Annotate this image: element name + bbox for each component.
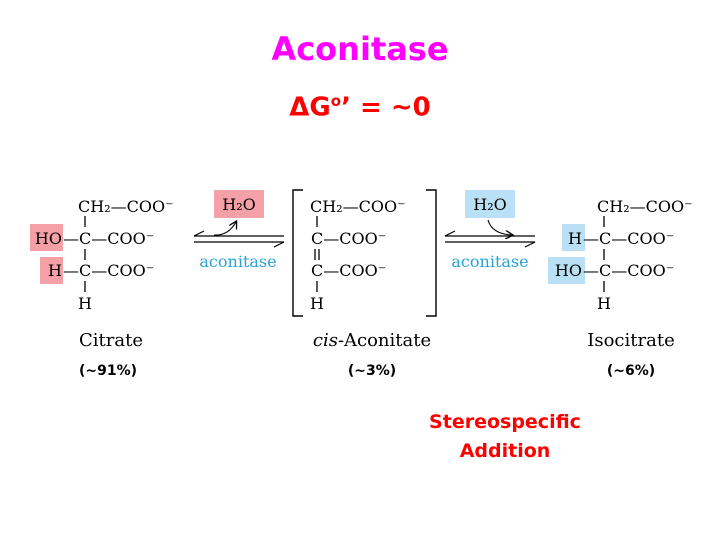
cis-aconitate-name-italic: cis (313, 330, 338, 351)
page-title: Aconitase (271, 30, 449, 68)
isocitrate-ho-highlight (548, 257, 585, 284)
cis-aconitate-percentage: (~3%) (347, 363, 397, 379)
isocitrate-line1: CH₂—COO⁻ (597, 197, 693, 216)
citrate-line4: H (78, 294, 92, 313)
cis-aconitate-line4: H (310, 294, 324, 313)
left-bracket (292, 189, 303, 317)
citrate-ho-highlight (30, 224, 63, 251)
step2-water: H₂O (473, 195, 506, 214)
isocitrate-line3: —C—COO⁻ (583, 261, 674, 280)
citrate-structure: CH₂—COO⁻ HO —C—COO⁻ H —C—COO⁻ H Citrate (30, 197, 174, 351)
step2-reverse-arrow (444, 230, 535, 237)
step1-reverse-arrow (193, 230, 284, 237)
step1-water-release-arrow (213, 222, 236, 236)
stereospecific-note-line1: Stereospecific (429, 411, 581, 433)
cis-aconitate-line1: CH₂—COO⁻ (310, 197, 406, 216)
citrate-line3: —C—COO⁻ (63, 261, 154, 280)
citrate-name: Citrate (79, 330, 143, 351)
delta-g-value: ’ = ~0 (341, 92, 431, 123)
step1-arrows: H₂O aconitase (193, 190, 285, 271)
step2-water-addition-arrow (487, 219, 512, 235)
citrate-line2: —C—COO⁻ (63, 229, 154, 248)
isocitrate-name: Isocitrate (587, 330, 674, 351)
citrate-line1: CH₂—COO⁻ (78, 197, 174, 216)
citrate-percentage: (~91%) (78, 363, 138, 379)
step2-arrows: H₂O aconitase (444, 190, 536, 271)
isocitrate-line4: H (597, 294, 611, 313)
isocitrate-ho-group: HO (555, 261, 582, 280)
isocitrate-h-group: H (568, 229, 582, 248)
aconitase-reaction-scheme: CH₂—COO⁻ HO —C—COO⁻ H —C—COO⁻ H Citrate … (30, 189, 693, 351)
step2-forward-arrow (445, 241, 536, 248)
isocitrate-percentage: (~6%) (606, 363, 656, 379)
delta-g-expression: ΔGo’ = ~0 (0, 92, 720, 123)
cis-aconitate-line3: C—COO⁻ (311, 261, 386, 280)
citrate-ho-group: HO (35, 229, 62, 248)
step2-enzyme-label: aconitase (451, 252, 528, 271)
citrate-h-highlight (40, 257, 63, 284)
delta-g-symbol: ΔG (289, 92, 331, 123)
isocitrate-h-highlight (562, 224, 585, 251)
stereospecific-note-line2: Addition (459, 440, 551, 462)
step1-water: H₂O (222, 195, 255, 214)
citrate-h-group: H (48, 261, 62, 280)
delta-g-superscript: o (330, 92, 342, 110)
step1-forward-arrow (194, 241, 285, 248)
step1-water-highlight (214, 190, 264, 218)
cis-aconitate-name: cis-Aconitate (313, 330, 431, 351)
isocitrate-line2: —C—COO⁻ (583, 229, 674, 248)
cis-aconitate-line2: C—COO⁻ (311, 229, 386, 248)
cis-aconitate-name-rest: -Aconitate (338, 330, 431, 351)
isocitrate-structure: CH₂—COO⁻ H —C—COO⁻ HO —C—COO⁻ H Isocitra… (548, 197, 693, 351)
stereospecific-note: Stereospecific Addition (400, 408, 610, 466)
cis-aconitate-structure: CH₂—COO⁻ C—COO⁻ C—COO⁻ H cis-Aconitate (292, 189, 437, 351)
step2-water-highlight (465, 190, 515, 218)
right-bracket (426, 189, 437, 317)
step1-enzyme-label: aconitase (199, 252, 276, 271)
